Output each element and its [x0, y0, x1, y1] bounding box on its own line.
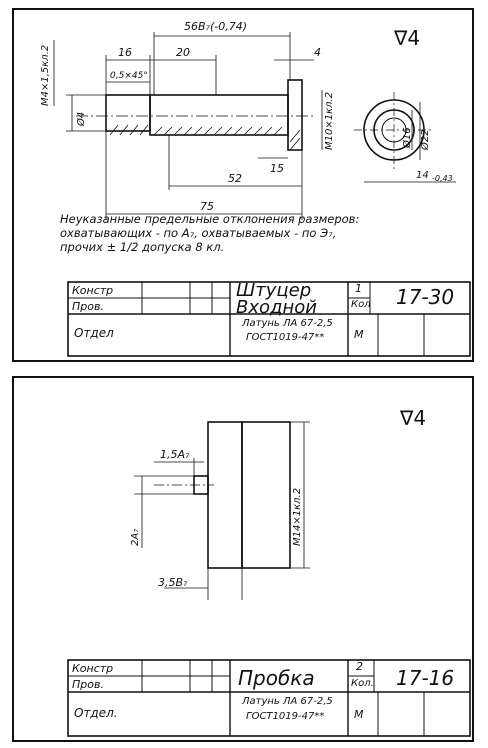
- note-line-2: охватывающих - по A₇, охватываемых - по …: [60, 226, 337, 240]
- tolerance-note: Неуказанные предельные отклонения размер…: [60, 212, 359, 254]
- tb1-dept: Отдел: [74, 326, 114, 340]
- dim-15: 15: [270, 162, 284, 175]
- dim-14: 14: [416, 170, 429, 181]
- dim-overall-top: 56B₇(-0,74): [184, 20, 247, 33]
- fitting-drawing: 56B₇(-0,74) 16 20 0,5×45° 4 M4×1,5кл.2 Ø…: [40, 20, 456, 220]
- tb1-qty-label: Кол: [351, 299, 371, 310]
- tb1-title-2: Входной: [236, 297, 317, 318]
- dim-1-5a7: 1,5A₇: [160, 448, 190, 461]
- dim-3-5b7: 3,5B₇: [158, 576, 188, 589]
- tb1-material-2: ГОСТ1019-47**: [246, 332, 325, 343]
- tb2-material-1: Латунь ЛА 67-2,5: [242, 696, 333, 707]
- tb1-role-check: Пров.: [72, 300, 104, 313]
- dim-thread-left: M4×1,5кл.2: [40, 45, 51, 106]
- tb2-scale-label: М: [354, 708, 364, 721]
- dim-thread-right: M10×1кл.2: [324, 92, 335, 150]
- tb2-material-2: ГОСТ1019-47**: [246, 711, 325, 722]
- drawing-sheet-2: ∇4 1,5A₇ M14×1кл.2 2A₇ 3,5B₇: [12, 376, 474, 742]
- dim-14-tol: -0,43: [432, 174, 453, 183]
- tb1-material-1: Латунь ЛА 67-2,5: [242, 318, 333, 329]
- tb2-qty: 2: [356, 660, 363, 673]
- title-block-2-lines: [67, 659, 471, 737]
- roughness-symbol-1: ∇4: [394, 26, 421, 50]
- tb2-role-check: Пров.: [72, 678, 104, 691]
- tb1-qty: 1: [355, 282, 362, 295]
- dim-chamfer: 0,5×45°: [110, 71, 148, 81]
- dim-thread-m14: M14×1кл.2: [292, 488, 303, 546]
- note-line-3: прочих ± 1/2 допуска 8 кл.: [60, 240, 225, 254]
- tb2-dept: Отдел.: [74, 706, 118, 720]
- dim-dia4: Ø4: [75, 112, 87, 127]
- dim-dia22: Ø22: [419, 129, 431, 151]
- dim-75: 75: [200, 200, 214, 213]
- title-block-1-lines: [67, 281, 471, 357]
- tb1-title-1: Штуцер: [236, 280, 312, 301]
- dim-4: 4: [314, 46, 321, 59]
- tb2-role-constr: Констр: [72, 662, 114, 675]
- dim-2a7: 2A₇: [130, 529, 141, 546]
- note-line-1: Неуказанные предельные отклонения размер…: [60, 212, 360, 226]
- plug-drawing: 1,5A₇ M14×1кл.2 2A₇ 3,5B₇: [130, 421, 310, 600]
- tb2-title: Пробка: [238, 666, 315, 690]
- tb2-number: 17-16: [396, 666, 455, 690]
- tb1-scale-label: М: [354, 328, 364, 341]
- drawing-sheet-1: ∇4: [12, 8, 474, 362]
- tb2-qty-label: Кол.: [351, 678, 374, 689]
- dim-20: 20: [176, 46, 190, 59]
- dim-52: 52: [228, 172, 242, 185]
- dim-dia16: Ø16: [401, 127, 413, 149]
- tb1-number: 17-30: [396, 285, 455, 309]
- tb1-role-constr: Констр: [72, 284, 114, 297]
- roughness-symbol-2: ∇4: [400, 406, 427, 430]
- dim-16: 16: [118, 46, 132, 59]
